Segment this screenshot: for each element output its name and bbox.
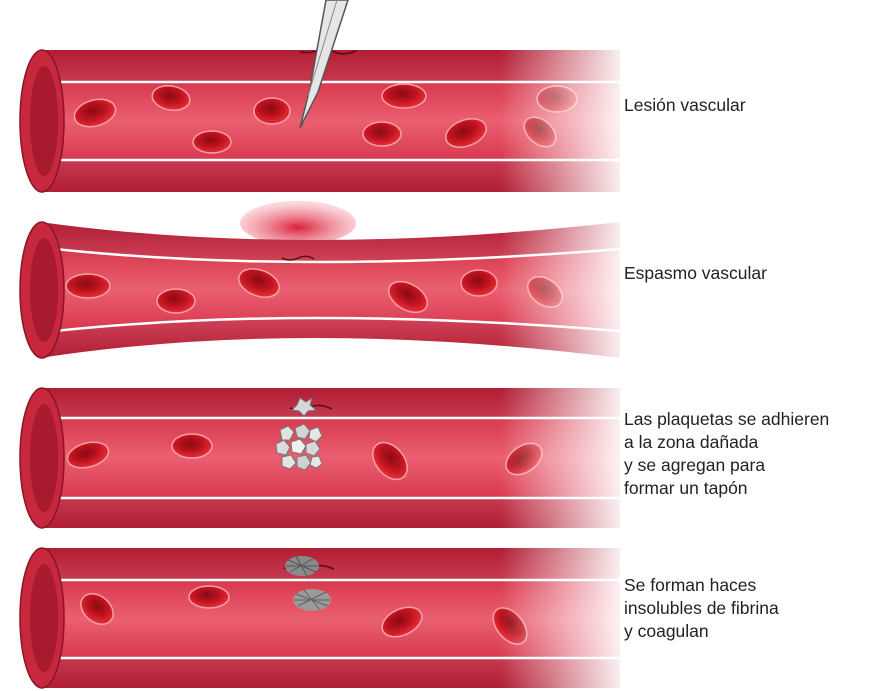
caption-line: Lesión vascular: [624, 94, 886, 117]
caption-line: insolubles de fibrina: [624, 597, 886, 620]
caption-line: y se agregan para: [624, 454, 886, 477]
caption-line: y coagulan: [624, 620, 886, 643]
vessel-coagulation: [20, 545, 630, 691]
caption-spasm: Espasmo vascular: [624, 262, 886, 285]
vessel-injury: [20, 0, 630, 194]
vessel-fade: [40, 215, 630, 363]
caption-line: Se forman haces: [624, 574, 886, 597]
caption-platelet-plug: Las plaquetas se adhieren a la zona daña…: [624, 408, 886, 500]
caption-line: formar un tapón: [624, 477, 886, 500]
caption-lesion: Lesión vascular: [624, 94, 886, 117]
vessel-fade: [40, 385, 630, 531]
vessel-fade: [40, 48, 630, 194]
caption-line: Espasmo vascular: [624, 262, 886, 285]
vessel-fade: [40, 545, 630, 691]
vessel-spasm: [20, 201, 630, 363]
vessel-platelet-plug: [20, 385, 630, 531]
caption-line: a la zona dañada: [624, 431, 886, 454]
caption-line: Las plaquetas se adhieren: [624, 408, 886, 431]
caption-coagulation: Se forman haces insolubles de fibrina y …: [624, 574, 886, 643]
